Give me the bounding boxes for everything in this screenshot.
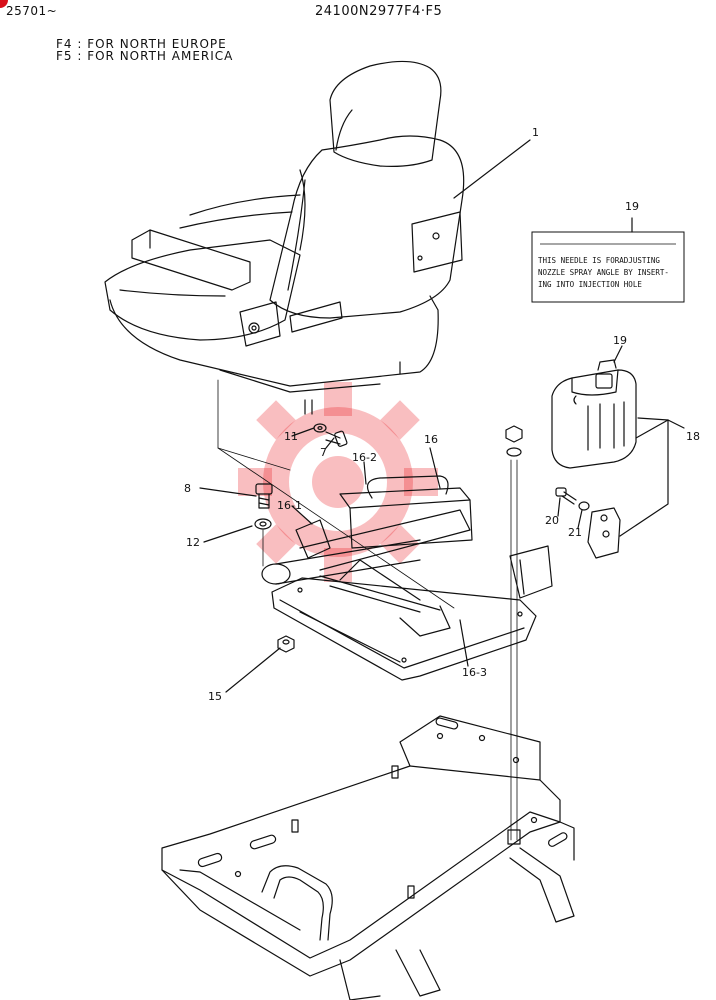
needle-container: [551, 359, 637, 469]
label-19-tag: 19: [625, 200, 639, 213]
label-20: 20: [545, 514, 559, 527]
seat-assembly: [104, 60, 465, 415]
label-16-2: 16-2: [352, 451, 377, 464]
label-16-1: 16-1: [277, 499, 302, 512]
washer-12: [254, 518, 272, 530]
label-21: 21: [568, 526, 582, 539]
drawing-code: 24100N2977F4·F5: [315, 4, 443, 19]
tag-line-1: THIS NEEDLE IS FORADJUSTING: [538, 256, 660, 265]
note-f4: F4 : FOR NORTH EUROPE: [56, 37, 227, 51]
part-labels: 1 19 19 18 16 16-2 16-1 16-3 11 7 8 12 2…: [184, 126, 700, 703]
serial-range: 25701~: [6, 4, 58, 18]
label-11: 11: [284, 430, 298, 443]
washer-21: [578, 501, 590, 511]
label-16: 16: [424, 433, 438, 446]
nut-top: [505, 425, 523, 457]
bracket-18: [587, 507, 621, 559]
mount-base-plate: [161, 715, 575, 1000]
tag-line-3: ING INTO INJECTION HOLE: [538, 280, 642, 289]
bolt-20: [555, 487, 577, 505]
corner-badge: [0, 0, 8, 8]
instruction-tag: THIS NEEDLE IS FORADJUSTING NOZZLE SPRAY…: [531, 231, 685, 303]
label-18: 18: [686, 430, 700, 443]
region-notes: F4 : FOR NORTH EUROPE F5 : FOR NORTH AME…: [56, 38, 233, 62]
label-8: 8: [184, 482, 191, 495]
label-16-3: 16-3: [462, 666, 487, 679]
tag-line-2: NOZZLE SPRAY ANGLE BY INSERT-: [538, 268, 669, 277]
washer-11: [313, 423, 327, 433]
slide-rail-assembly: [261, 475, 553, 681]
label-15: 15: [208, 690, 222, 703]
label-19-container: 19: [613, 334, 627, 347]
bolt-7: [325, 430, 348, 447]
nut-15: [277, 635, 295, 653]
label-12: 12: [186, 536, 200, 549]
bolt-8: [255, 483, 273, 509]
label-7: 7: [320, 446, 327, 459]
note-f5: F5 : FOR NORTH AMERICA: [56, 49, 234, 63]
label-1: 1: [532, 126, 539, 139]
stud-bolt: [507, 829, 521, 845]
